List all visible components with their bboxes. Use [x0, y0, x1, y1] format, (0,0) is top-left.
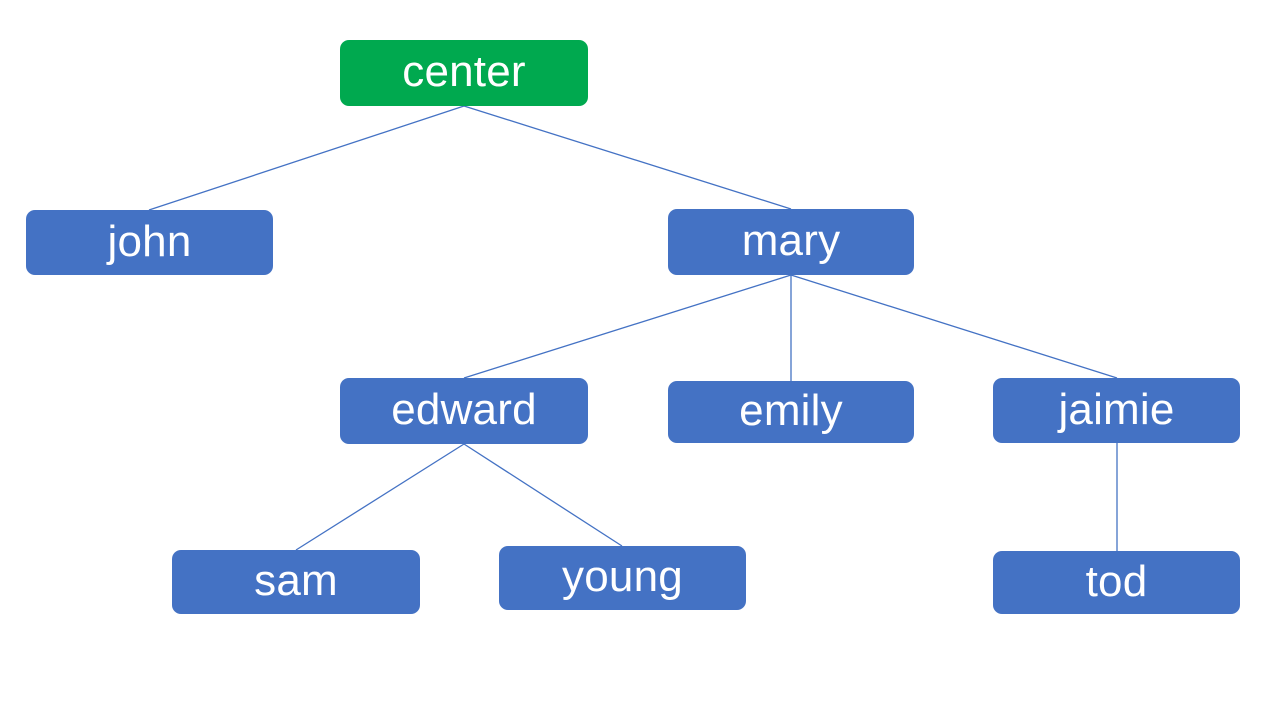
node-label-emily: emily [739, 386, 843, 435]
edge-edward-to-young [463, 443, 623, 547]
node-label-john: john [107, 216, 192, 266]
edge-mary-to-jaimie [790, 274, 1118, 379]
node-edward[interactable]: edward [340, 378, 588, 444]
node-label-center: center [402, 47, 526, 96]
edge-mary-to-edward [463, 274, 792, 379]
node-sam[interactable]: sam [172, 550, 420, 614]
node-mary[interactable]: mary [668, 209, 914, 275]
node-john[interactable]: john [26, 210, 273, 275]
node-tod[interactable]: tod [993, 551, 1240, 614]
node-jaimie[interactable]: jaimie [993, 378, 1240, 443]
node-label-mary: mary [741, 216, 841, 265]
node-label-sam: sam [254, 556, 338, 605]
node-center[interactable]: center [340, 40, 588, 106]
node-label-tod: tod [1085, 556, 1148, 606]
node-label-young: young [562, 552, 683, 601]
edge-center-to-john [148, 105, 465, 211]
edge-center-to-mary [463, 105, 792, 210]
node-young[interactable]: young [499, 546, 746, 610]
node-emily[interactable]: emily [668, 381, 914, 443]
edge-edward-to-sam [295, 443, 465, 551]
node-label-edward: edward [391, 385, 537, 434]
node-label-jaimie: jaimie [1058, 384, 1175, 434]
